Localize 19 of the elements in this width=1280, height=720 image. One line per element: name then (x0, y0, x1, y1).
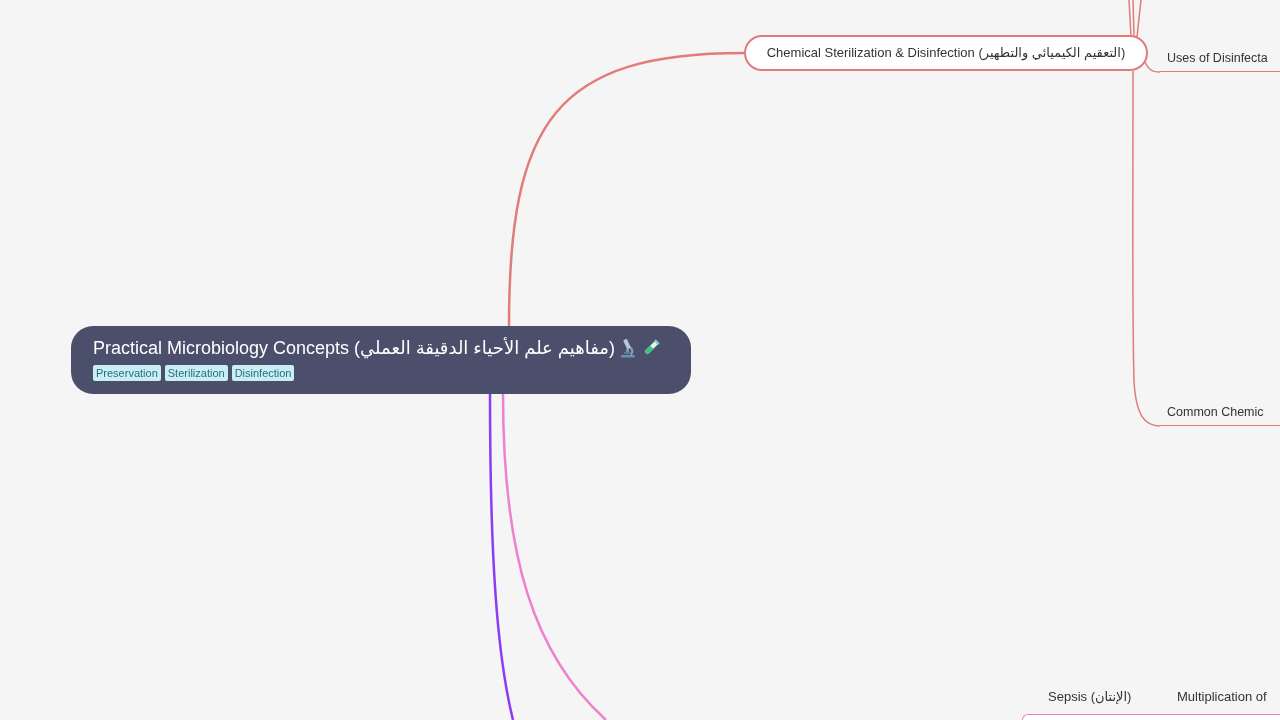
topic-label: Multiplication of (1177, 688, 1267, 706)
branch-line (1144, 61, 1161, 73)
branch-line (1128, 0, 1132, 37)
branch-line (1132, 0, 1135, 37)
tag: Sterilization (164, 365, 228, 381)
topic-box (1022, 714, 1280, 720)
topic-label: Uses of Disinfecta (1160, 45, 1280, 72)
branch-line (501, 393, 607, 720)
branch-line (1132, 70, 1161, 427)
subtopic-box: Chemical Sterilization & Disinfection (التعقيم الكيميائي والتطهير) (744, 35, 1148, 71)
branch-line (507, 51, 745, 327)
root-topic-box (71, 326, 691, 394)
branch-line (488, 394, 515, 720)
tag: Preservation (93, 365, 161, 381)
topic-label: Sepsis (الإنتان) (1048, 688, 1132, 706)
tag: Disinfection (231, 365, 295, 381)
topic-label: Common Chemic (1160, 399, 1280, 426)
branch-line (1136, 0, 1142, 38)
root-title: Practical Microbiology Concepts (مفاهيم علم الأحياء الدقيقة العملي) (93, 336, 615, 360)
